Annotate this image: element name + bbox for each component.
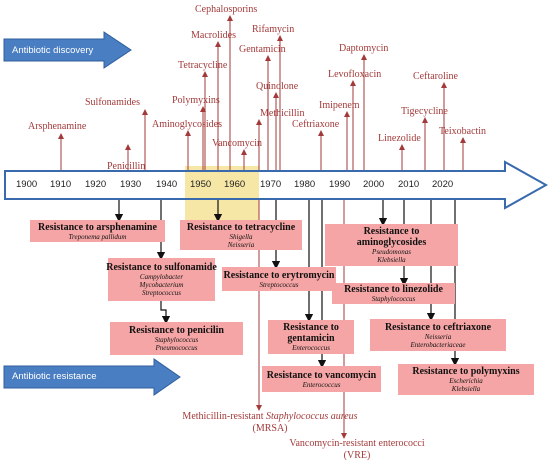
- decade-label-1920: 1920: [85, 179, 107, 190]
- resistance-organism: Treponema pallidum: [68, 232, 127, 241]
- vre-name: Vancomycin-resistant enterococci: [289, 438, 425, 449]
- resistance-title: Resistance to arsphenamine: [38, 221, 157, 233]
- resistance-organism: Escherichia: [449, 377, 483, 385]
- resistance-title: gentamicin: [287, 333, 335, 344]
- mrsa-label: Methicillin-resistant Staphylococcus aur…: [150, 411, 390, 435]
- discovery-label-macrolides: Macrolides: [191, 30, 236, 41]
- resistance-organism: Pseudomonas: [372, 248, 411, 256]
- discovery-label-polymyxins: Polymyxins: [172, 95, 220, 106]
- timeline-arrow: [4, 160, 549, 210]
- discovery-label-tigecycline: Tigecycline: [401, 106, 448, 117]
- discovery-label-ceftriaxone: Ceftriaxone: [292, 119, 340, 130]
- resistance-title: Resistance to: [363, 226, 420, 237]
- resistance-organism: Streptococcus: [141, 289, 181, 297]
- discovery-label-rifamycin: Rifamycin: [252, 24, 295, 35]
- resistance-organism: Campylobacter: [139, 273, 184, 281]
- resistance-band-arrow: [3, 358, 181, 396]
- decade-label-2020: 2020: [432, 179, 454, 190]
- decade-label-1930: 1930: [120, 179, 142, 190]
- resistance-organism: Streptococcus: [259, 280, 299, 289]
- resistance-band-label: Antibiotic resistance: [12, 371, 97, 382]
- resistance-title: Resistance to sulfonamide: [106, 262, 217, 273]
- discovery-label-quinolone: Quinolone: [256, 81, 299, 92]
- resistance-title: Resistance to tetracycline: [186, 221, 296, 233]
- resistance-organism: Enterococcus: [302, 380, 341, 389]
- decade-label-1990: 1990: [329, 179, 351, 190]
- resistance-organism: Shigella: [229, 232, 253, 241]
- resistance-organism: Enterococcus: [292, 344, 330, 352]
- resistance-organism: Enterobacteriaceae: [410, 340, 466, 349]
- decade-label-1960: 1960: [224, 179, 246, 190]
- discovery-label-aminoglycosides: Aminoglycosides: [152, 119, 222, 130]
- discovery-label-daptomycin: Daptomycin: [339, 43, 389, 54]
- discovery-label-imipenem: Imipenem: [319, 100, 360, 111]
- discovery-label-vancomycin: Vancomycin: [212, 138, 262, 149]
- resistance-organism: Staphylococcus: [154, 336, 199, 344]
- mrsa-organism: Staphylococcus aureus: [266, 411, 358, 422]
- resistance-title: Resistance to ceftriaxone: [384, 321, 492, 333]
- mrsa-prefix: Methicillin-resistant: [182, 411, 267, 422]
- resistance-title: Resistance to penicilin: [129, 325, 224, 336]
- decade-label-2000: 2000: [363, 179, 385, 190]
- resistance-title: aminoglycosides: [356, 237, 427, 248]
- discovery-label-penicillin: Penicillin: [107, 161, 146, 172]
- decade-label-2010: 2010: [398, 179, 420, 190]
- decade-label-1950: 1950: [190, 179, 212, 190]
- discovery-label-arsphenamine: Arsphenamine: [28, 121, 87, 132]
- discovery-label-gentamicin: Gentamicin: [239, 44, 286, 55]
- discovery-band-arrow: [3, 31, 132, 69]
- decade-label-1980: 1980: [294, 179, 316, 190]
- vre-abbrev: (VRE): [343, 450, 371, 461]
- discovery-label-levofloxacin: Levofloxacin: [328, 69, 382, 80]
- resistance-organism: Neisseria: [227, 240, 255, 249]
- resistance-title: Resistance to polymyxins: [412, 366, 520, 377]
- resistance-title: Resistance to erytromycin: [223, 269, 335, 281]
- resistance-title: Resistance to linezolide: [344, 284, 443, 295]
- discovery-label-cephalosporins: Cephalosporins: [195, 4, 258, 15]
- vre-label: Vancomycin-resistant enterococci (VRE): [262, 438, 452, 462]
- discovery-band-label: Antibiotic discovery: [12, 45, 94, 56]
- discovery-label-ceftaroline: Ceftaroline: [413, 71, 458, 82]
- resistance-title: Resistance to: [283, 322, 339, 333]
- discovery-label-linezolide: Linezolide: [378, 133, 421, 144]
- resistance-title: Resistance to vancomycin: [266, 369, 377, 381]
- decade-label-1910: 1910: [50, 179, 72, 190]
- decade-label-1900: 1900: [16, 179, 38, 190]
- resistance-organism: Mycobacterium: [139, 281, 184, 289]
- mrsa-abbrev: (MRSA): [252, 423, 288, 434]
- discovery-label-methicillin: Methicillin: [260, 108, 305, 119]
- timeline-highlight: [185, 166, 259, 226]
- resistance-organism: Pneumococcus: [155, 344, 198, 352]
- resistance-organism: Neisseria: [424, 332, 452, 341]
- discovery-label-teixobactin: Teixobactin: [439, 126, 487, 137]
- resistance-organism: Klebsiella: [451, 385, 481, 393]
- discovery-label-tetracycline: Tetracycline: [178, 60, 228, 71]
- decade-label-1940: 1940: [156, 179, 178, 190]
- discovery-label-sulfonamides: Sulfonamides: [85, 97, 140, 108]
- resistance-organism: Klebsiella: [377, 256, 406, 264]
- decade-label-1970: 1970: [260, 179, 282, 190]
- resistance-organism: Staphylococcus: [371, 295, 416, 303]
